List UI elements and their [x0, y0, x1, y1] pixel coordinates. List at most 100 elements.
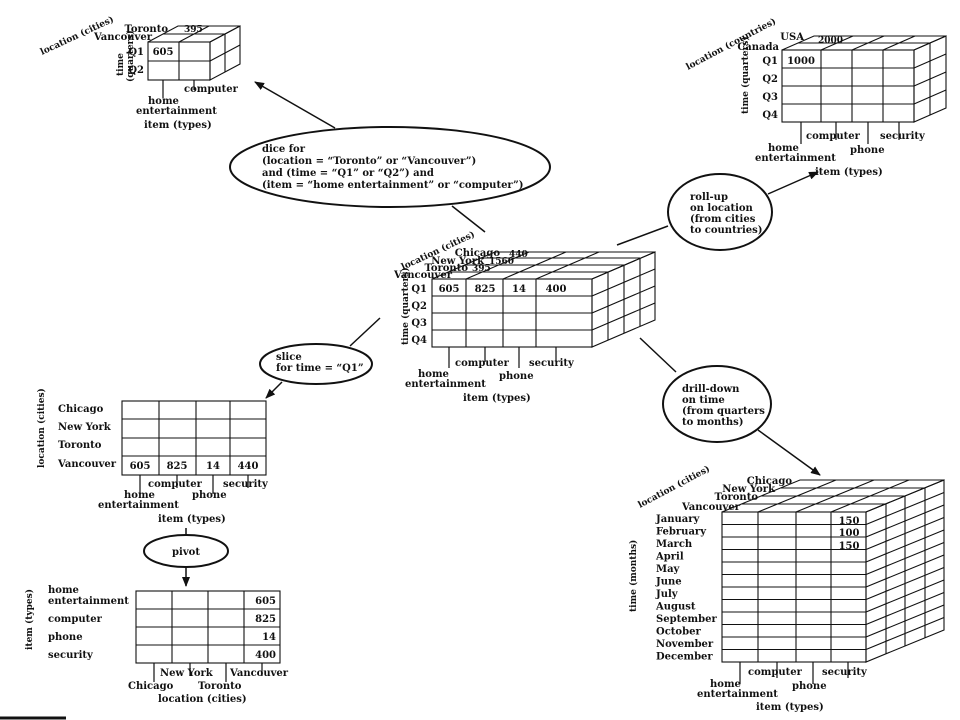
- pivot-label: pivot: [172, 547, 200, 558]
- rollup-arrow: [767, 171, 819, 195]
- drill-month-september: September: [656, 614, 717, 625]
- slice-grid: [121, 400, 267, 476]
- drill-item-security: security: [822, 667, 868, 678]
- slice-item-entertainment: entertainment: [98, 500, 179, 511]
- rollup-item-security: security: [880, 131, 926, 142]
- pivot-location-axis: location (cities): [158, 694, 247, 705]
- dice-operation: dice for (location = “Toronto” or “Vanco…: [229, 126, 551, 208]
- drill-item-computer: computer: [748, 667, 803, 678]
- slice-operation: slice for time = “Q1”: [259, 343, 373, 385]
- pivot-item-phone: phone: [48, 632, 83, 643]
- drill-line-1: drill-down: [682, 384, 740, 395]
- pivot-item-security: security: [48, 650, 94, 661]
- central-item-computer: computer: [455, 358, 510, 369]
- slice-arrow: [265, 381, 283, 399]
- dice-item-entertainment: entertainment: [136, 106, 217, 117]
- rollup-cube: [781, 35, 947, 123]
- central-city-new-york: New York: [431, 256, 485, 267]
- drill-month-december: December: [656, 652, 713, 663]
- pivot-value-1: 605: [255, 596, 276, 607]
- drill-line-2: on time: [682, 395, 725, 406]
- central-value-4: 400: [546, 284, 567, 295]
- slice-item-phone: phone: [192, 490, 227, 501]
- dice-back-value: 395: [184, 25, 203, 35]
- rollup-ellipse: [667, 173, 773, 251]
- slice-item-security: security: [223, 479, 269, 490]
- pivot-item-computer: computer: [48, 614, 103, 625]
- pivot-city-vancouver: Vancouver: [229, 668, 289, 679]
- central-city-chicago: Chicago: [455, 248, 501, 259]
- central-cube: [431, 251, 656, 348]
- drill-month-august: August: [655, 602, 696, 613]
- rollup-country-usa: USA: [780, 32, 804, 43]
- rollup-item-entertainment: entertainment: [755, 153, 836, 164]
- central-value-3: 14: [512, 284, 526, 295]
- pivot-item-home: home: [48, 585, 79, 596]
- rollup-quarter-q1: Q1: [762, 56, 778, 67]
- dice-arrow: [254, 81, 336, 129]
- pivot-city-toronto: Toronto: [198, 681, 242, 692]
- dice-time-axis-2: (quarters): [125, 30, 136, 82]
- drill-value-march: 150: [839, 541, 860, 552]
- dice-labels: Toronto Vancouver 395 Q1 Q2 605 location…: [39, 14, 239, 131]
- rollup-item-computer: computer: [806, 131, 861, 142]
- rollup-line-1: roll-up: [690, 192, 728, 203]
- slice-value-3: 14: [206, 461, 220, 472]
- drill-city-chicago: Chicago: [747, 476, 793, 487]
- pivot-city-new-york: New York: [160, 668, 214, 679]
- slice-labels: Chicago New York Toronto Vancouver 605 8…: [36, 388, 269, 525]
- central-back-value-new-york: 1560: [489, 257, 514, 267]
- drill-arrow: [757, 429, 821, 476]
- drill-month-october: October: [656, 627, 701, 638]
- rollup-item-phone: phone: [850, 145, 885, 156]
- central-city-vancouver: Vancouver: [393, 270, 453, 281]
- central-item-security: security: [529, 358, 575, 369]
- drill-cube: [721, 479, 945, 663]
- pivot-operation: pivot: [143, 534, 229, 568]
- slice-item-computer: computer: [148, 479, 203, 490]
- drill-month-may: May: [656, 564, 681, 575]
- drill-month-november: November: [656, 639, 714, 650]
- central-item-entertainment: entertainment: [405, 379, 486, 390]
- drill-month-june: June: [655, 577, 682, 588]
- slice-ellipse: [259, 343, 373, 385]
- dice-line-3: and (time = “Q1” or “Q2”) and: [262, 168, 434, 179]
- drill-city-new-york: New York: [722, 484, 776, 495]
- slice-value-2: 825: [167, 461, 188, 472]
- central-quarter-q3: Q3: [411, 318, 427, 329]
- rollup-front-value: 1000: [787, 56, 815, 67]
- pivot-labels: home entertainment computer phone securi…: [24, 585, 289, 705]
- drill-value-january: 150: [839, 516, 860, 527]
- rollup-line-3: (from cities: [690, 214, 756, 225]
- slice-city-vancouver: Vancouver: [57, 459, 117, 470]
- dice-front-value: 605: [153, 47, 174, 58]
- drill-ellipse: [662, 365, 772, 443]
- central-item-axis: item (types): [463, 393, 531, 404]
- dice-city-vancouver: Vancouver: [93, 32, 153, 43]
- slice-item-axis: item (types): [158, 514, 226, 525]
- pivot-value-2: 825: [255, 614, 276, 625]
- central-cube-labels: Chicago New York Toronto Vancouver 440 1…: [393, 229, 575, 404]
- dice-line-2: (location = “Toronto” or “Vancouver”): [262, 156, 476, 167]
- dice-city-toronto: Toronto: [125, 24, 169, 35]
- drill-city-vancouver: Vancouver: [681, 502, 741, 513]
- drill-item-home: home: [710, 679, 741, 690]
- central-quarter-q4: Q4: [411, 335, 427, 346]
- dice-cube: [147, 25, 241, 81]
- drill-item-entertainment: entertainment: [697, 689, 778, 700]
- drill-line-4: to months): [682, 417, 744, 428]
- rollup-connector: [616, 225, 669, 246]
- rollup-line-4: to countries): [690, 225, 762, 236]
- dice-quarter-q2: Q2: [128, 65, 144, 76]
- rollup-country-canada: Canada: [737, 42, 779, 53]
- central-quarter-q2: Q2: [411, 301, 427, 312]
- slice-item-home: home: [124, 490, 155, 501]
- dice-connector: [451, 205, 486, 233]
- drill-connector: [639, 337, 677, 373]
- slice-city-chicago: Chicago: [58, 404, 104, 415]
- pivot-value-4: 400: [255, 650, 276, 661]
- rollup-item-home: home: [768, 143, 799, 154]
- dice-item-axis: item (types): [144, 120, 212, 131]
- central-time-axis: time (quarters): [400, 267, 411, 345]
